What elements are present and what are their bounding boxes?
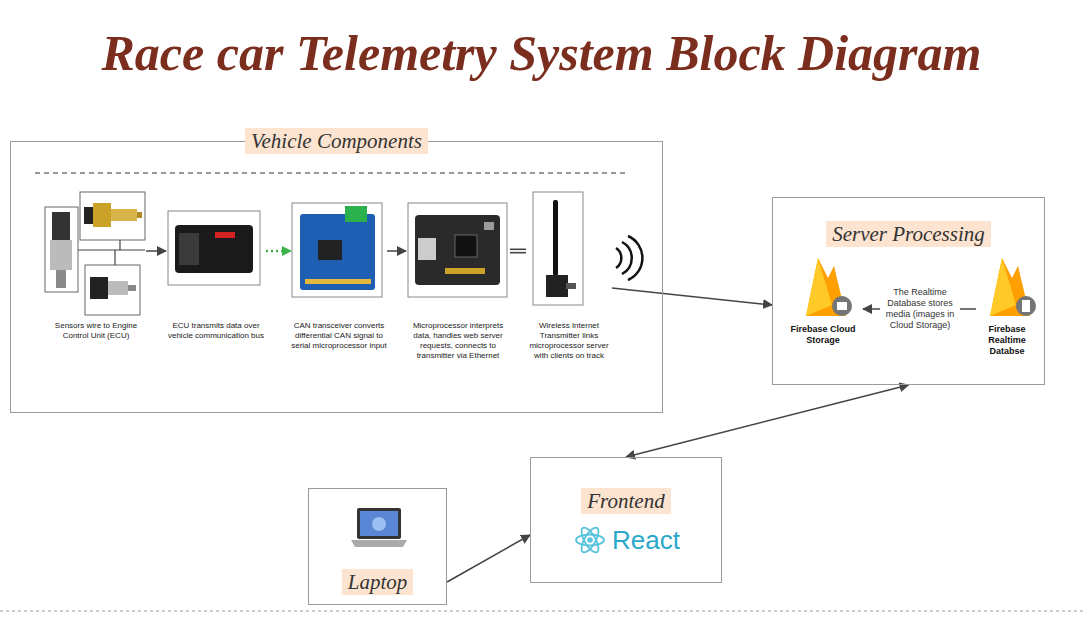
sensor-block: Sensors wire to Engine Control Unit (ECU…	[46, 191, 146, 341]
ethernet-jack	[418, 238, 436, 260]
micro-board	[415, 215, 500, 285]
sensor-hex	[93, 203, 111, 227]
sensor-body	[111, 209, 137, 221]
ecu-logo	[215, 232, 235, 238]
node-label: Frontend	[581, 488, 670, 514]
connector	[447, 535, 530, 582]
laptop-base	[351, 540, 407, 547]
sensor-plug	[84, 207, 93, 224]
sensor-frame	[85, 265, 140, 315]
ecu-block: ECU transmits data over vehicle communic…	[166, 191, 266, 341]
storage-glyph	[837, 302, 847, 310]
node-label: Firebase Cloud Storage	[783, 324, 863, 346]
node-label: Firebase Realtime Databse	[976, 324, 1038, 357]
antenna-connector	[566, 283, 576, 289]
sensor-wire	[78, 249, 145, 250]
connector	[612, 288, 772, 305]
can-pins	[305, 279, 371, 284]
micro-header	[445, 268, 485, 274]
firebase-flame	[990, 258, 1030, 316]
signal-wave	[628, 236, 642, 280]
sensor-frame	[45, 207, 78, 292]
laptop-display	[360, 511, 398, 536]
sensor-port	[56, 270, 66, 288]
micro-part	[484, 222, 494, 230]
node-label: Sensors wire to Engine Control Unit (ECU…	[46, 321, 146, 341]
react-orbit	[576, 535, 604, 546]
react-orbit	[578, 525, 602, 555]
ecu-frame	[168, 211, 260, 285]
react-orbit	[578, 525, 602, 555]
firebase-flame	[806, 258, 832, 316]
micro-frame	[408, 203, 507, 297]
connector-line	[626, 385, 909, 457]
signal-wave	[616, 248, 621, 268]
connector	[626, 385, 909, 457]
node-label: ECU transmits data over vehicle communic…	[166, 321, 266, 341]
node-label: Microprocessor interprets data, handles …	[406, 321, 510, 361]
transmitter-block: Wireless Internet Transmitter links micr…	[526, 191, 612, 361]
connector-line	[266, 250, 291, 253]
diagram-title: Race car Telemetry System Block Diagram	[0, 0, 1083, 82]
node-label: Server Processing	[826, 221, 991, 247]
transmitter-frame	[533, 192, 583, 305]
sensor-plug	[90, 277, 108, 299]
vehicle-panel: Vehicle ComponentsSensors wire to Engine…	[10, 141, 663, 413]
sensor-tip	[137, 212, 142, 218]
antenna-base	[546, 275, 568, 297]
dashed-divider	[35, 173, 628, 174]
connector	[146, 251, 166, 252]
firebase-flame	[806, 258, 846, 316]
connector-line	[447, 535, 530, 582]
node-label: Vehicle Components	[245, 128, 428, 154]
laptop-panel: Laptop	[308, 488, 447, 605]
sensor-body	[50, 240, 72, 270]
sensor-wire	[119, 240, 120, 250]
connector	[266, 251, 291, 252]
can-block: CAN transceiver converts differential CA…	[291, 191, 387, 351]
signal-wave	[622, 242, 632, 274]
node-label: Laptop	[342, 569, 414, 595]
ecu-connector	[179, 233, 199, 265]
connector-line	[612, 288, 772, 305]
connector-line	[510, 250, 526, 252]
sensor-cap	[52, 212, 70, 240]
connector-line	[387, 250, 406, 252]
sensor-wire	[114, 250, 115, 265]
connector	[510, 251, 526, 252]
laptop-bloom	[372, 517, 386, 531]
node-label: Wireless Internet Transmitter links micr…	[526, 321, 612, 361]
micro-chip	[455, 235, 477, 257]
sensor-tip	[128, 285, 136, 291]
frontend-panel: FrontendReact	[530, 457, 722, 583]
connector	[387, 251, 406, 252]
firebase-block: Firebase Cloud Storage	[783, 256, 863, 346]
antenna-rod	[553, 200, 558, 276]
laptop-screen	[357, 508, 401, 539]
firebase-block: Firebase Realtime Databse	[976, 256, 1038, 357]
node-label: CAN transceiver converts differential CA…	[291, 321, 387, 351]
sensor-frame	[80, 192, 145, 240]
connector-line	[510, 249, 526, 254]
storage-badge	[832, 296, 852, 316]
database-glyph	[1022, 300, 1030, 312]
edge-label: The Realtime Database stores media (imag…	[880, 286, 960, 332]
can-board	[300, 214, 375, 290]
micro-block: Microprocessor interprets data, handles …	[406, 191, 510, 361]
react-core	[587, 537, 593, 543]
can-terminal	[345, 206, 367, 222]
connector-line	[146, 250, 166, 252]
sensor-body	[108, 281, 128, 295]
page-rule	[0, 611, 1083, 612]
firebase-flame	[990, 258, 1016, 316]
ecu-housing	[175, 225, 253, 273]
can-frame	[292, 203, 382, 297]
can-chip	[318, 240, 342, 260]
database-badge	[1016, 296, 1036, 316]
node-sublabel: React	[531, 526, 721, 554]
